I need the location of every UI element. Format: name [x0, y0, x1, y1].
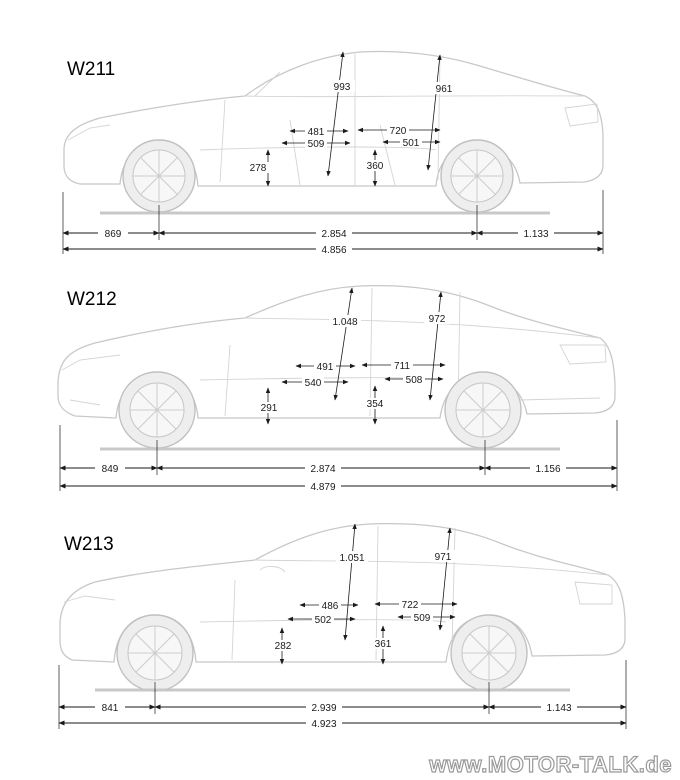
- rear-seat-height-w213: 361: [375, 639, 392, 650]
- front-b-w211: 509: [308, 139, 325, 150]
- wheelbase-w211: 2.854: [321, 229, 346, 240]
- model-title-w213: W213: [64, 534, 114, 555]
- front-headroom-w213: 1.051: [339, 553, 364, 564]
- front-seat-height-w213: 282: [275, 641, 292, 652]
- rear-overhang-w212: 1.156: [535, 464, 560, 475]
- car-w212: W212 1.048 972 491: [57, 285, 618, 493]
- rear-b-w211: 501: [403, 138, 420, 149]
- rear-seat-height-w212: 354: [367, 399, 384, 410]
- rear-b-w212: 508: [406, 375, 423, 386]
- overall-dimensions-w211: 869 2.854 1.133 4.856: [62, 190, 604, 256]
- rear-a-w213: 722: [402, 600, 419, 611]
- rear-a-w212: 711: [394, 361, 410, 372]
- front-overhang-w212: 849: [102, 464, 119, 475]
- front-a-w213: 486: [322, 601, 339, 612]
- car-body-w212: [57, 285, 616, 451]
- rear-headroom-w211: 961: [436, 84, 453, 95]
- car-body-w213: [59, 522, 626, 692]
- watermark: www.MOTOR-TALK.de: [428, 752, 672, 777]
- front-seat-height-w211: 278: [250, 163, 267, 174]
- rear-headroom-w212: 972: [429, 314, 446, 325]
- rear-a-w211: 720: [390, 126, 407, 137]
- overall-dimensions-w213: 841 2.939 1.143 4.923: [58, 660, 627, 730]
- front-overhang-w213: 841: [102, 703, 119, 714]
- front-headroom-w211: 993: [334, 82, 351, 93]
- front-b-w213: 502: [315, 615, 332, 626]
- wheelbase-w212: 2.874: [310, 464, 335, 475]
- rear-overhang-w213: 1.143: [546, 703, 571, 714]
- rear-headroom-w213: 971: [435, 552, 452, 563]
- front-a-w212: 491: [317, 362, 334, 373]
- rear-b-w213: 509: [414, 613, 431, 624]
- rear-seat-height-w211: 360: [367, 161, 384, 172]
- interior-dimensions-w212: 1.048 972 491 540 711 508 291 354: [258, 287, 450, 425]
- model-title-w211: W211: [67, 59, 115, 80]
- interior-dimensions-w213: 1.051 971 486 502 722 509 282 361: [272, 523, 458, 665]
- length-w213: 4.923: [311, 719, 336, 730]
- car-w211: W211 993 961 481: [62, 50, 604, 256]
- front-overhang-w211: 869: [105, 229, 122, 240]
- interior-dimensions-w211: 993 961 481 509 720 501 278 360: [247, 51, 457, 187]
- car-w213: W213 1.051 971 486: [58, 522, 627, 730]
- wheelbase-w213: 2.939: [311, 703, 336, 714]
- front-a-w211: 481: [308, 127, 325, 138]
- front-headroom-w212: 1.048: [332, 317, 357, 328]
- length-w212: 4.879: [310, 482, 335, 493]
- front-seat-height-w212: 291: [261, 403, 278, 414]
- front-b-w212: 540: [305, 378, 322, 389]
- rear-overhang-w211: 1.133: [523, 229, 548, 240]
- model-title-w212: W212: [67, 289, 117, 310]
- length-w211: 4.856: [321, 245, 346, 256]
- overall-dimensions-w212: 849 2.874 1.156 4.879: [59, 420, 618, 493]
